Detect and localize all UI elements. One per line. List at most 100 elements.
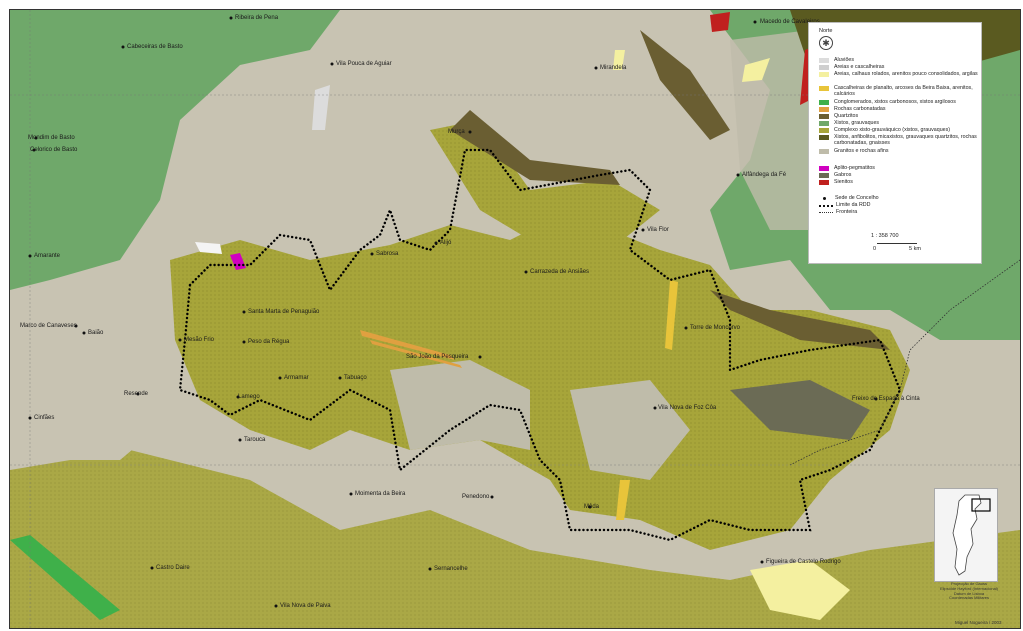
caption-line: Projecção de Gauss	[950, 581, 988, 586]
rdd-line-icon	[819, 205, 833, 207]
legend-swatch	[819, 128, 829, 133]
areias-lens-ne	[742, 58, 770, 82]
legend-item: Complexo xisto-grauváquico (xistos, grau…	[819, 127, 984, 133]
legend-label: Rochas carbonatadas	[834, 106, 886, 112]
place-sabrosa: Sabrosa	[370, 251, 399, 257]
legend-item: Rochas carbonatadas	[819, 106, 984, 112]
place-sernancelhe: Sernancelhe	[428, 566, 468, 572]
place-label: Castro Daire	[156, 565, 190, 571]
author-credit: Miguel Nogueira / 2003	[955, 620, 1002, 625]
legend-swatch	[819, 121, 829, 126]
place-label: Tabuaço	[344, 375, 367, 381]
legend-label: Aplito-pegmatitos	[834, 165, 875, 171]
aplito-patch	[230, 253, 246, 270]
place-celorico: Celorico de Basto	[30, 147, 78, 153]
place-amarante: Amarante	[28, 253, 61, 259]
quartzitos-band-east	[710, 290, 890, 350]
legend-item: Cascalheiras de planalto, arcoses da Bei…	[819, 85, 984, 97]
legend-swatch	[819, 107, 829, 112]
place-label: Baião	[88, 330, 104, 336]
border-line-icon	[819, 212, 833, 213]
legend-symbol-fronteira: Fronteira	[819, 209, 986, 215]
legend-swatch	[819, 100, 829, 105]
cascalheiras-lens-2	[665, 280, 678, 350]
place-santa-marta: Santa Marta de Penaguião	[242, 309, 320, 315]
place-sao-joao: São João da Pesqueira	[406, 354, 482, 360]
place-moimenta: Moimenta da Beira	[349, 491, 406, 497]
place-label: Celorico de Basto	[30, 147, 78, 153]
place-freixo: Freixo de Espada à Cinta	[852, 396, 920, 402]
carbonatadas-streak-2	[370, 340, 462, 368]
place-resende: Resende	[124, 391, 149, 397]
legend-label: Sienitos	[834, 179, 853, 185]
place-label: Lamego	[238, 394, 260, 400]
legend-swatch	[819, 173, 829, 178]
place-label: Freixo de Espada à Cinta	[852, 396, 920, 402]
legend-swatch	[819, 58, 829, 63]
place-torre-moncorvo: Torre de Moncorvo	[684, 325, 741, 331]
place-lamego: Lamego	[236, 394, 260, 400]
gabros-patch	[730, 380, 870, 440]
legend-symbol-sede: Sede de Concelho	[819, 195, 985, 201]
place-foz-coa: Vila Nova de Foz Côa	[653, 405, 717, 411]
place-label: Peso da Régua	[248, 339, 290, 345]
legend-swatch	[819, 166, 829, 171]
quartzitos-band-northeast	[640, 30, 730, 140]
areias-lens-ne2	[613, 50, 625, 70]
place-murca: Murça	[448, 129, 472, 135]
place-label: Alfândega da Fé	[742, 172, 787, 178]
legend-item: Quartzitos	[819, 113, 984, 119]
inset-map	[934, 488, 998, 582]
place-macedo: Macedo de Cavaleiros	[753, 19, 820, 25]
scale-zero: 0	[873, 246, 877, 252]
place-label: Carrazeda de Ansiães	[530, 269, 589, 275]
place-label: Sernancelhe	[434, 566, 468, 572]
scale-five: 5 km	[909, 246, 921, 252]
place-alfandega: Alfândega da Fé	[736, 172, 787, 178]
legend-label: Cascalheiras de planalto, arcoses da Bei…	[834, 85, 973, 97]
place-tabuaco: Tabuaço	[338, 375, 367, 381]
legend-item: Gabros	[819, 172, 984, 178]
legend-swatch	[819, 65, 829, 70]
legend-label: Gabros	[834, 172, 852, 178]
place-label: Mesão Frio	[184, 337, 215, 343]
place-label: Armamar	[284, 375, 309, 381]
place-labels: Cabeceiras de Basto Ribeira de Pena Vila…	[20, 15, 920, 609]
place-label: Alijó	[440, 240, 452, 246]
scale-ratio: 1 : 358 700	[871, 233, 899, 239]
place-cinfaes: Cinfães	[28, 415, 54, 421]
place-label: Mêda	[584, 504, 600, 510]
place-label: Marco de Canaveses	[20, 323, 77, 329]
place-mondim: Mondim de Basto	[28, 135, 75, 141]
areias-patch-se	[750, 560, 850, 620]
complexo-region-south	[10, 450, 1020, 628]
legend-label: Areias, calhaus rolados, arenitos pouco …	[834, 71, 978, 77]
place-label: Sabrosa	[376, 251, 399, 257]
legend-label: Fronteira	[836, 209, 858, 215]
place-vila-nova-paiva: Vila Nova de Paiva	[274, 603, 331, 609]
place-label: Torre de Moncorvo	[690, 325, 741, 331]
place-label: Vila Pouca de Aguiar	[336, 61, 392, 67]
legend-item: Sienitos	[819, 179, 984, 185]
place-label: Cabeceiras de Basto	[127, 44, 183, 50]
place-marco: Marco de Canaveses	[20, 323, 78, 329]
legend-label: Xistos, anfibolitos, micaxistos, grauvaq…	[834, 134, 977, 146]
legend-item: Aluviões	[819, 57, 984, 63]
caption-line: Elipsóide Hayford (Internacional)	[939, 585, 999, 591]
legend-item: Xistos, grauvaques	[819, 120, 984, 126]
place-tarouca: Tarouca	[238, 437, 266, 443]
border-line	[789, 259, 1020, 466]
conglomerados-band	[10, 535, 120, 620]
projection-caption: Projecção de Gauss Elipsóide Hayford (In…	[934, 581, 1004, 601]
granitos-patch-center	[390, 360, 530, 450]
aluvioes-patch-2	[195, 242, 222, 254]
place-armamar: Armamar	[278, 375, 309, 381]
portugal-outline-icon	[952, 494, 991, 576]
inset-highlight-box	[971, 498, 991, 512]
cascalheiras-lens-1	[616, 480, 630, 520]
place-castro-daire: Castro Daire	[150, 565, 190, 571]
legend-item: Xistos, anfibolitos, micaxistos, grauvaq…	[819, 134, 984, 146]
legend-item: Granitos e rochas afins	[819, 148, 984, 154]
place-penedono: Penedono	[462, 494, 494, 500]
legend-label: Granitos e rochas afins	[834, 148, 889, 154]
